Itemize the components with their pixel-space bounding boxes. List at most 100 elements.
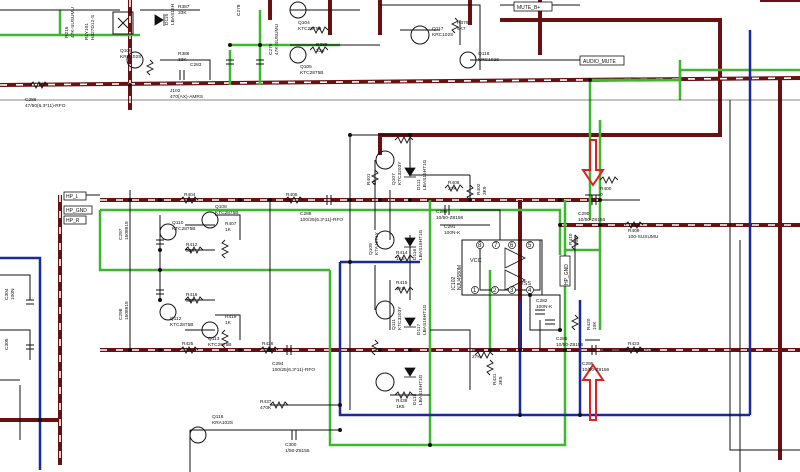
component-c286-value: 47/50(6.3*11)-RFO <box>25 103 66 109</box>
component-r215-value: 47K-SUSUMU <box>70 7 76 38</box>
component-c290-value: 10/50-Z8156 <box>578 217 606 223</box>
component-r409-value: 100-SUSUMU <box>628 234 659 240</box>
component-r431-value: 3K9 <box>498 376 504 385</box>
component-r419-ref: R419 <box>225 314 237 320</box>
component-r426-value: 33 <box>262 347 268 353</box>
component-c288-value: 100/25(6.3*11)-RFO <box>300 217 343 223</box>
ic-vcc-label: VCC <box>470 258 482 264</box>
green-wires <box>0 10 800 447</box>
component-r387-value: 33K <box>178 10 187 16</box>
component-r400-value: 0 <box>600 192 603 198</box>
ic-label-texts: VCC VSS IC102 NJU4580M 8 7 6 5 1 2 3 4 <box>451 243 532 294</box>
component-c285-value: 10/50-Z8156 <box>556 342 584 348</box>
ic-pin-1: 1 <box>473 288 477 294</box>
junction-dots <box>38 43 602 447</box>
component-q118-value: KRC102S <box>478 57 499 63</box>
component-c286-ref: C286 <box>25 97 37 103</box>
resistor-symbols <box>29 17 644 410</box>
component-q104-ref: Q104 <box>298 20 310 26</box>
component-d117-ref: D117 <box>416 324 422 335</box>
component-d111-ref: D111 <box>416 179 422 190</box>
component-r420-ref: R420 <box>586 318 592 330</box>
component-q117-value: KRC102S <box>432 32 453 38</box>
component-r438-ref: R438 <box>396 398 408 404</box>
component-q106-ref: Q106 <box>120 48 132 54</box>
component-r427-ref: R427 <box>472 348 484 354</box>
component-q112-value: KTC2875B <box>170 322 193 328</box>
component-c294-ref: C294 <box>272 361 284 367</box>
component-r414-ref: R414 <box>396 250 408 256</box>
component-q110-ref: Q110 <box>172 220 184 226</box>
component-c285-ref: C285 <box>556 336 568 342</box>
component-r415-ref: R415 <box>396 280 408 286</box>
component-q109-ref: Q109 <box>368 243 374 255</box>
red-marker-arrows <box>581 139 605 421</box>
component-q107-ref: Q107 <box>391 173 397 185</box>
component-r437-value: 470K <box>260 405 272 411</box>
component-r386-ref: R386 <box>178 51 190 57</box>
component-r407-ref: R407 <box>225 221 237 227</box>
component-q107-value: KTC3203Y <box>397 161 403 185</box>
component-d115-value: LBAS16H <box>170 3 176 25</box>
component-q117-ref: Q117 <box>432 26 444 32</box>
component-r409-ref: R409 <box>628 228 640 234</box>
black-wires <box>0 4 800 472</box>
ic-pin-6: 6 <box>510 243 514 249</box>
component-r388-ref: R388 <box>316 42 328 48</box>
component-c298-value: 1608919 <box>124 301 130 320</box>
component-d117-value: LBAS16HT1G <box>422 304 428 335</box>
component-q113-value: KTC2875B <box>208 342 231 348</box>
component-q116-ref: Q116 <box>212 414 224 420</box>
component-c291-value: 100N-K <box>444 230 461 236</box>
component-r437-ref: R437 <box>260 399 272 405</box>
component-r423-ref: R423 <box>628 341 640 347</box>
component-q105-value: KTC2875B <box>300 70 323 76</box>
component-r412-ref: R412 <box>186 242 198 248</box>
component-r401-ref: R401 <box>366 173 372 185</box>
component-d111-value: LBAS16HT1G <box>422 159 428 190</box>
component-q108-value: KTC2875B <box>215 210 238 216</box>
component-c300-value: 1/50-Z8155 <box>285 448 310 454</box>
component-c295-ref: C295 <box>582 361 594 367</box>
component-r405-value: 33 <box>286 198 292 204</box>
ic-part-label: NJU4580M <box>457 265 463 290</box>
component-r405-ref: R405 <box>286 192 298 198</box>
component-c295-value: 10/50-Z8156 <box>582 367 610 373</box>
component-c304-ref: C304 <box>4 288 10 300</box>
component-r410-ref: R410 <box>568 233 574 245</box>
component-c300-ref: C300 <box>285 442 297 448</box>
component-r400-ref: R400 <box>600 186 612 192</box>
ic-pin-5: 5 <box>528 243 532 249</box>
component-r388-value: 33K <box>316 48 325 54</box>
component-c304-value: 100N <box>10 288 16 300</box>
component-q108-ref: Q108 <box>215 204 227 210</box>
transistor-symbols <box>126 1 477 444</box>
component-q111-ref: Q111 <box>391 319 397 330</box>
component-r423-value: 100-SUSUMU <box>628 347 659 353</box>
component-j102-value: 470(AX)-AMRS <box>170 94 203 100</box>
component-r404-value: 33 <box>184 198 190 204</box>
component-q106-value: KRC102S <box>120 54 141 60</box>
component-d116-ref: D116 <box>412 249 418 260</box>
component-c297-value: 1608919 <box>124 221 130 240</box>
component-q118-ref: Q118 <box>478 51 490 57</box>
component-r425-value: 33 <box>182 347 188 353</box>
component-r414-value: 1K5 <box>396 256 405 262</box>
component-r416-ref: R416 <box>186 292 198 298</box>
ic-pin-7: 7 <box>494 243 498 249</box>
component-c294-value: 100/25(6.3*11)-RFO <box>272 367 315 373</box>
component-r406-value: 27K <box>448 186 457 192</box>
component-c279-value: 47K-SUSUMU <box>274 24 280 55</box>
component-r406-ref: R406 <box>448 180 460 186</box>
component-c297-ref: C297 <box>118 228 124 240</box>
component-j102-ref: J102 <box>170 88 181 94</box>
component-r215-ref: R215 <box>64 26 70 38</box>
component-r402-value: 3K9 <box>482 186 488 195</box>
component-q111-value: KTC3203Y <box>397 306 403 330</box>
net-label-audio-mute: AUDIO_MUTE <box>583 59 616 65</box>
component-d116-value: LBAS16HT1G <box>418 229 424 260</box>
component-rly101-ref: RLY101 <box>84 23 90 40</box>
net-label-hp-r: HP_R <box>66 218 80 224</box>
component-r410-value: 10K <box>574 236 580 245</box>
